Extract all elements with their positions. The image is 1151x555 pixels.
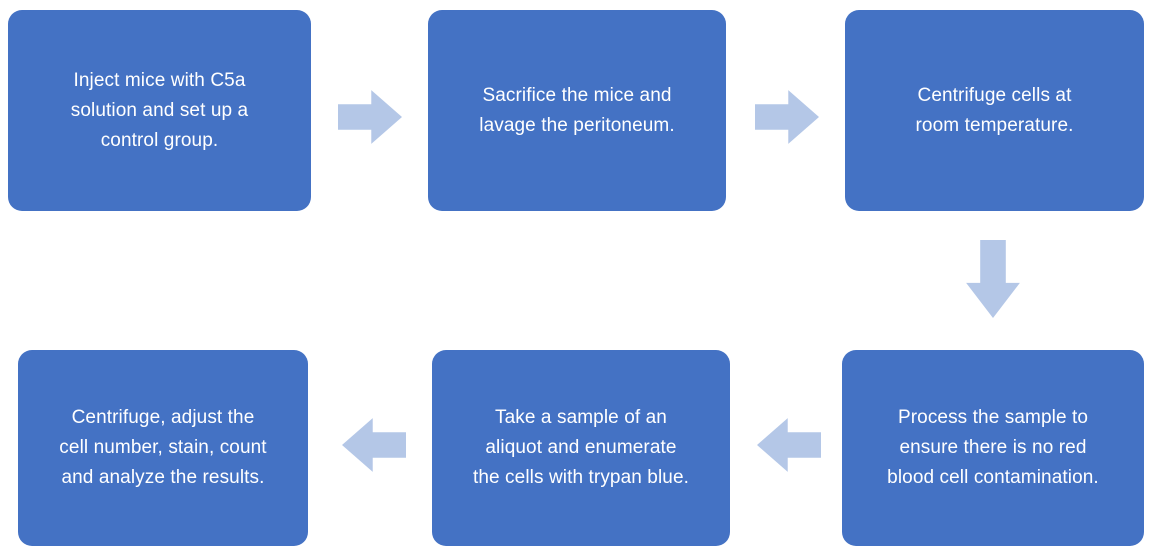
flowchart-node-label: Centrifuge cells at room temperature. bbox=[915, 84, 1074, 136]
flowchart-node-step-5[interactable]: Take a sample of an aliquot and enumerat… bbox=[432, 350, 730, 546]
arrow-left-icon bbox=[757, 413, 821, 477]
arrow-down-icon bbox=[961, 240, 1025, 318]
arrow-right-icon bbox=[755, 85, 819, 149]
flowchart-node-step-6[interactable]: Centrifuge, adjust the cell number, stai… bbox=[18, 350, 308, 546]
flowchart-node-label: Centrifuge, adjust the cell number, stai… bbox=[59, 407, 267, 488]
flowchart-node-step-3[interactable]: Centrifuge cells at room temperature. bbox=[845, 10, 1144, 211]
flowchart-node-step-1[interactable]: Inject mice with C5a solution and set up… bbox=[8, 10, 311, 211]
flowchart-node-label: Sacrifice the mice and lavage the perito… bbox=[479, 84, 675, 136]
flowchart-node-step-2[interactable]: Sacrifice the mice and lavage the perito… bbox=[428, 10, 726, 211]
arrow-right-icon bbox=[338, 85, 402, 149]
arrow-left-icon bbox=[342, 413, 406, 477]
flowchart-node-label: Process the sample to ensure there is no… bbox=[887, 407, 1099, 488]
flowchart-node-label: Take a sample of an aliquot and enumerat… bbox=[472, 407, 690, 488]
flowchart-node-step-4[interactable]: Process the sample to ensure there is no… bbox=[842, 350, 1144, 546]
flowchart-node-label: Inject mice with C5a solution and set up… bbox=[70, 69, 249, 151]
